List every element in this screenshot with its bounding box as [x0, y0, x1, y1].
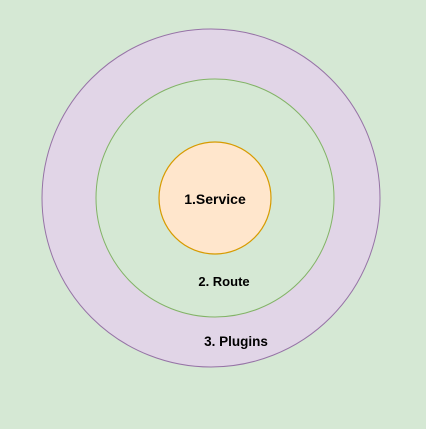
plugins-label: 3. Plugins	[204, 334, 268, 349]
route-label: 2. Route	[198, 274, 249, 289]
service-circle[interactable]	[158, 141, 272, 255]
service-label: 1.Service	[184, 191, 246, 207]
